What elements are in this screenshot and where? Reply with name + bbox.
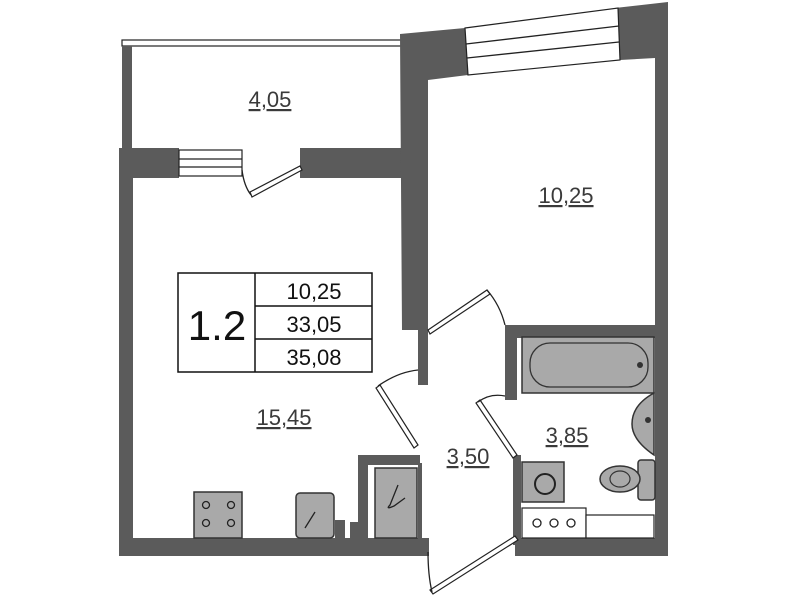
sink-bathroom xyxy=(631,391,655,457)
room-area-balcony: 4,05 xyxy=(249,87,292,112)
room-area-bedroom: 10,25 xyxy=(538,183,593,208)
windows xyxy=(178,7,621,177)
toilet xyxy=(599,459,656,501)
living-area-value: 10,25 xyxy=(286,279,341,304)
room-area-bathroom: 3,85 xyxy=(546,423,589,448)
kitchen-sink xyxy=(295,492,335,539)
wardrobe xyxy=(374,467,418,539)
apartment-label: 1.2 xyxy=(188,302,246,349)
summary-table: 1.2 10,25 33,05 35,08 xyxy=(177,272,373,373)
total-with-balcony-value: 35,08 xyxy=(286,345,341,370)
room-area-kitchen-living: 15,45 xyxy=(256,405,311,430)
stove xyxy=(193,491,243,539)
bathtub xyxy=(521,336,655,394)
washing-machine xyxy=(521,461,565,503)
room-area-hallway: 3,50 xyxy=(447,444,490,469)
bathroom-counter xyxy=(521,507,655,539)
total-area-value: 33,05 xyxy=(286,312,341,337)
doors xyxy=(241,165,519,595)
